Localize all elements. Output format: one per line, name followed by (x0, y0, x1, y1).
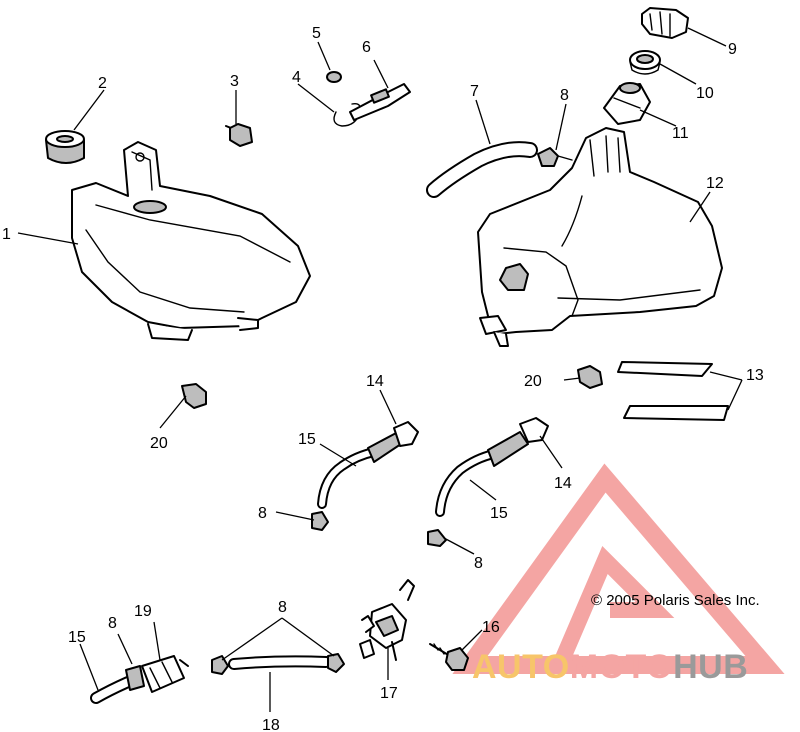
callout-8-right: 8 (474, 555, 483, 572)
callout-9: 9 (728, 41, 737, 58)
callout-8-bottom-mid: 8 (278, 599, 287, 616)
strap-assembly (326, 71, 411, 127)
screw-3 (225, 123, 253, 147)
callout-7: 7 (470, 83, 479, 100)
leader-lines (17, 27, 743, 712)
copyright-notice: © 2005 Polaris Sales Inc. (591, 592, 760, 609)
inline-filter-assembly (90, 655, 189, 704)
screw-20-right (577, 365, 603, 389)
fuel-line-left (311, 421, 419, 531)
callout-8-bottom-left: 8 (108, 615, 117, 632)
callout-4: 4 (292, 69, 301, 86)
callout-17: 17 (380, 685, 398, 702)
fuel-petcock (359, 579, 415, 661)
screw-20-left (181, 383, 207, 409)
callout-16: 16 (482, 619, 500, 636)
short-hose (211, 653, 345, 675)
callout-10: 10 (696, 85, 714, 102)
callout-19: 19 (134, 603, 152, 620)
grommet (45, 130, 85, 164)
callout-20-right: 20 (524, 373, 542, 390)
foam-strips (617, 361, 729, 421)
callout-1: 1 (2, 226, 11, 243)
callout-13: 13 (746, 367, 764, 384)
callout-12: 12 (706, 175, 724, 192)
callout-8-left: 8 (258, 505, 267, 522)
watermark-triangle-inner (552, 545, 675, 669)
hose-clamp-top (537, 147, 573, 167)
callout-8-top: 8 (560, 87, 569, 104)
fuel-tank (477, 127, 723, 347)
callout-6: 6 (362, 39, 371, 56)
callout-15-right: 15 (490, 505, 508, 522)
fuel-cap (641, 7, 689, 39)
callout-15-bottom: 15 (68, 629, 86, 646)
cap-gasket (629, 50, 661, 75)
callout-2: 2 (98, 75, 107, 92)
bolt (429, 643, 469, 671)
callout-14-left: 14 (366, 373, 384, 390)
fuel-line-right (427, 417, 549, 547)
vent-hose (426, 141, 538, 198)
filler-neck (603, 82, 651, 125)
callout-5: 5 (312, 25, 321, 42)
callout-14-right: 14 (554, 475, 572, 492)
tank-cover-left (71, 141, 311, 341)
callout-labels: 1 2 3 4 5 6 7 8 9 10 11 12 13 14 14 15 1… (2, 25, 764, 732)
watermark-text: AUTOMOTOHUB (472, 648, 748, 686)
callout-11: 11 (672, 125, 689, 142)
callout-18: 18 (262, 717, 280, 732)
callout-15-left: 15 (298, 431, 316, 448)
callout-3: 3 (230, 73, 239, 90)
watermark-triangle-outer (452, 463, 785, 674)
watermark-logo (452, 463, 785, 674)
callout-20-left: 20 (150, 435, 168, 452)
